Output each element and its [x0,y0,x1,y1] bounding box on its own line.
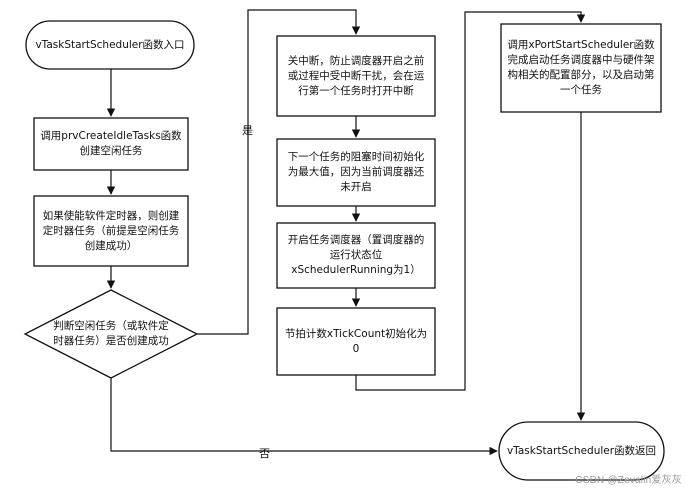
init-block-time-label: 下一个任务的阻塞时间初始化为最大值，因为当前调度器还未开启 [287,151,425,193]
edge-tick-to-port [355,11,586,391]
create-idle-task-box [33,117,189,171]
edge-decision-yes [197,9,361,335]
start-scheduler-box [276,222,436,289]
edge-decision-no [110,378,498,456]
no-edge-label: 否 [259,447,270,460]
tick-count-init-box [276,307,436,376]
tick-count-init-label: 节拍计数xTickCount初始化为0 [284,327,428,355]
start-scheduler-label: 开启任务调度器（置调度器的运行状态位xSchedulerRunning为1） [287,234,425,276]
disable-interrupt-box [276,35,436,117]
start-terminal-shape [25,20,195,70]
yes-edge-label: 是 [242,124,253,137]
create-timer-task-label: 如果使能软件定时器，则创建定时器任务（前提是空闲任务创建成功） [42,209,180,252]
csdn-watermark: CSDN @Zevalin爱灰灰 [575,475,682,486]
port-start-scheduler-label: 调用xPortStartScheduler函数完成启动任务调度器中与硬件架构相关… [507,39,655,96]
disable-interrupt-label: 关中断，防止调度器开启之前或过程中受中断干扰，会在运行第一个任务时打开中断 [287,54,425,97]
end-label: vTaskStartScheduler函数返回 [506,444,657,457]
start-label: vTaskStartScheduler函数入口 [35,38,185,51]
port-start-scheduler-box [500,23,662,113]
decision-label: 判断空闲任务（或软件定时器任务）是否创建成功 [53,320,169,347]
create-idle-task-label: 调用prvCreateIdleTasks函数创建空闲任务 [40,130,182,157]
end-terminal-shape [498,421,665,481]
create-timer-task-box [33,195,189,267]
